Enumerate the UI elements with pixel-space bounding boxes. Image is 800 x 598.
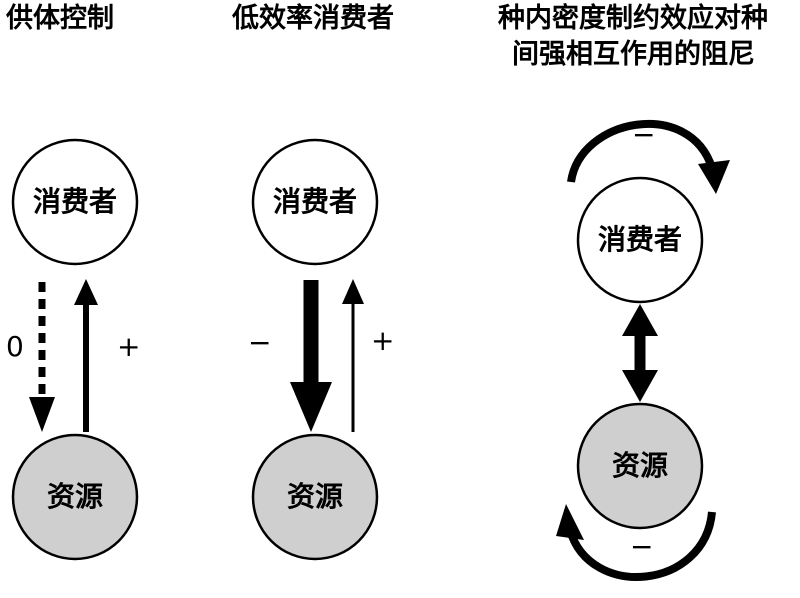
panel1-down-arrow-head (29, 397, 55, 432)
panel1-consumer-node (11, 138, 139, 266)
panel3-double-arrow-head-bottom (622, 370, 658, 402)
panel2-title: 低效率消费者 (232, 3, 394, 34)
panel2-consumer-node (251, 138, 379, 266)
panel3-bottom-loop-head (556, 504, 584, 540)
panel2-down-arrow-head (290, 382, 332, 432)
panel2-up-arrow-head (342, 279, 364, 304)
panel2-consumer-label: 消费者 (272, 185, 357, 218)
panel1-title: 供体控制 (6, 3, 114, 34)
panel2-down-sign: − (248, 326, 272, 359)
panel3-title-line2: 间强相互作用的阻尼 (512, 39, 755, 70)
panel1-down-sign: 0 (6, 330, 24, 363)
panel1-up-arrow-head (74, 279, 98, 305)
panel3-top-loop-head (698, 160, 730, 194)
panel1-up-sign: + (117, 330, 141, 363)
panel2-resource-label: 资源 (286, 480, 343, 513)
panel3-bottom-sign: − (630, 530, 654, 563)
panel3-double-arrow-head-top (622, 304, 658, 336)
panel3-top-sign: − (632, 118, 656, 151)
panel1-resource-label: 资源 (46, 480, 103, 513)
panel1-consumer-label: 消费者 (32, 185, 117, 218)
panel3-consumer-node (576, 176, 704, 304)
panel3-consumer-label: 消费者 (597, 223, 682, 256)
panel3-resource-label: 资源 (611, 449, 668, 482)
panel3-resource-node (576, 402, 704, 530)
panel1-resource-node (11, 433, 139, 561)
panel3-top-loop-arc (567, 119, 716, 183)
panel2-up-sign: + (371, 324, 395, 357)
panel3-title-line1: 种内密度制约效应对种 (498, 3, 768, 34)
panel2-resource-node (251, 433, 379, 561)
panel3-bottom-loop-arc (566, 511, 716, 581)
